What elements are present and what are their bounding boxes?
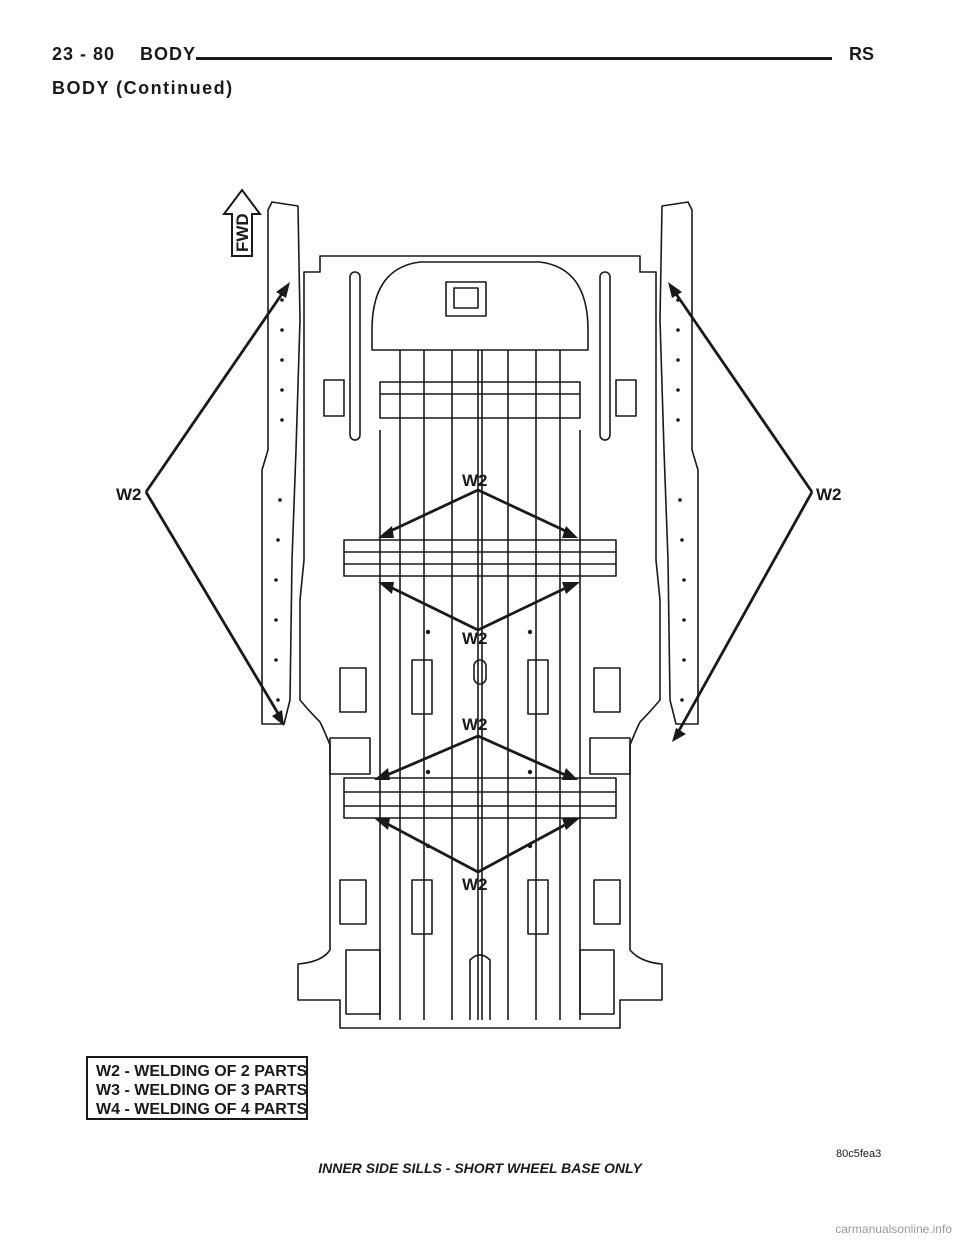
- leader-line: [477, 734, 573, 780]
- legend-line: W3 - WELDING OF 3 PARTS: [96, 1082, 308, 1099]
- leader-line: [674, 491, 814, 737]
- leader-line: [383, 582, 479, 632]
- lower-crossmember: [343, 777, 617, 819]
- leader-line: [379, 734, 479, 780]
- right-inner-sill: [659, 201, 699, 725]
- leader-line: [477, 582, 575, 632]
- floor-pan-outline: [297, 255, 663, 1029]
- leader-line: [379, 818, 479, 874]
- fwd-label: FWD: [233, 213, 252, 252]
- figure-code: 80c5fea3: [836, 1148, 882, 1160]
- callout-w2-lower-bottom: W2: [462, 875, 488, 894]
- leader-line: [477, 488, 573, 536]
- leader-line: [383, 488, 479, 536]
- leader-line: [144, 491, 284, 721]
- callout-w2-upper-top: W2: [462, 471, 488, 490]
- callout-w2-lower-top: W2: [462, 715, 488, 734]
- watermark-footer: carmanualsonline.info: [835, 1222, 952, 1236]
- left-inner-sill: [261, 201, 301, 725]
- forward-direction-arrow: FWD: [222, 188, 262, 257]
- leader-line: [477, 818, 575, 874]
- weld-legend: W2 - WELDING OF 2 PARTS W3 - WELDING OF …: [86, 1056, 308, 1120]
- page-number: 23 - 80: [52, 44, 116, 64]
- arrowheads: [272, 282, 686, 830]
- leader-line: [144, 287, 288, 493]
- section-title: BODY: [140, 44, 197, 64]
- model-code: RS: [848, 44, 874, 64]
- front-crossmember: [371, 261, 589, 351]
- header-rule: [196, 57, 832, 60]
- upper-crossmember: [343, 539, 617, 577]
- callout-w2-right: W2: [816, 485, 842, 504]
- legend-line: W2 - WELDING OF 2 PARTS: [96, 1063, 308, 1080]
- legend-line: W4 - WELDING OF 4 PARTS: [96, 1101, 308, 1118]
- continued-heading: BODY (Continued): [52, 78, 234, 98]
- leader-line: [670, 287, 814, 493]
- callout-w2-left: W2: [116, 485, 142, 504]
- figure-caption: INNER SIDE SILLS - SHORT WHEEL BASE ONLY: [318, 1160, 642, 1176]
- callout-w2-upper-bottom: W2: [462, 629, 488, 648]
